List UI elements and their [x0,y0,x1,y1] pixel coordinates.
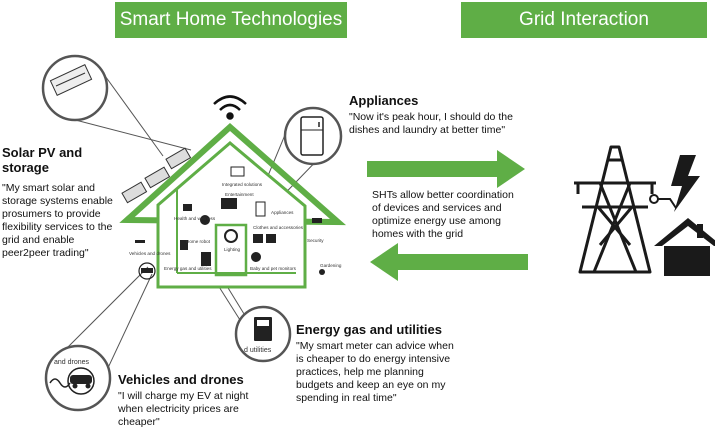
lightning-icon [671,155,700,212]
vehicles-title: Vehicles and drones [118,372,244,387]
fridge-icon [255,201,266,217]
grid-coordination-text: SHTs allow better coordination of device… [372,189,514,240]
vehicles-quote: "I will charge my EV at night when elect… [118,390,249,428]
energy-quote: "My smart meter can advice when is cheap… [296,340,454,404]
grid-interaction-banner: Grid Interaction [461,2,707,38]
solar-title: Solar PV and storage [2,145,83,175]
zoom-circle-solar [41,54,109,122]
solar-quote: "My smart solar and storage systems enab… [2,182,113,259]
shirt-icon [253,234,263,243]
house-outline [119,122,347,289]
grid-house-icon [654,218,715,276]
car-zoom-icon [70,375,92,384]
wifi-icon [213,95,247,120]
smart-home-technologies-banner: Smart Home Technologies [115,2,347,38]
banner-left-label: Smart Home Technologies [119,9,343,30]
camera-security-icon [312,218,322,223]
label-energy: Energy gas and utilities [164,266,212,271]
label-appliances: Appliances [271,210,294,215]
zoom-drones-label: and drones [54,359,90,366]
zoom-utilities-label: d utilities [244,347,272,354]
ev-circle-icon [138,262,156,280]
label-home-robot: Home robot [186,239,211,244]
meter-icon [201,252,211,266]
integrated-icon [230,166,245,177]
energy-title: Energy gas and utilities [296,322,442,337]
power-pylon-icon [574,145,656,274]
label-security: Security [307,238,324,243]
label-health: Health and wellness [174,216,216,221]
baby-monitor-icon [251,252,261,262]
zoom-circle-energy: d utilities [234,305,292,363]
label-lighting: Lighting [224,247,241,252]
zoom-circle-appliances [283,106,343,166]
label-vehicles: Vehicles and drones [129,251,171,256]
drone-icon [135,240,145,243]
robot-icon [180,240,188,250]
gardening-icon [319,269,325,275]
label-entertainment: Entertainment [225,192,254,197]
house-icons [135,166,325,280]
banner-right-label: Grid Interaction [519,9,649,30]
arrow-left [370,243,528,281]
roof-solar-panels [121,147,192,204]
car-icon [141,268,153,273]
label-baby: Baby and pet monitors [250,266,297,271]
wire-connector [649,194,677,209]
label-clothes: Clothes and accessories [253,225,304,230]
arrow-right [367,150,525,188]
label-gardening: Gardening [320,263,342,268]
fridge-zoom-icon [300,116,324,156]
trousers-icon [266,234,276,243]
zoom-circle-vehicles: and drones [44,344,112,412]
camera-icon [183,204,192,211]
tv-icon [221,198,237,209]
label-integrated: Integrated solutions [222,182,263,187]
house-labels: Integrated solutions Entertainment Appli… [129,182,342,271]
appliances-title: Appliances [349,93,419,108]
health-plus-icon [200,215,210,225]
light-icon [224,229,238,243]
appliances-quote: "Now it's peak hour, I should do the dis… [349,111,513,136]
